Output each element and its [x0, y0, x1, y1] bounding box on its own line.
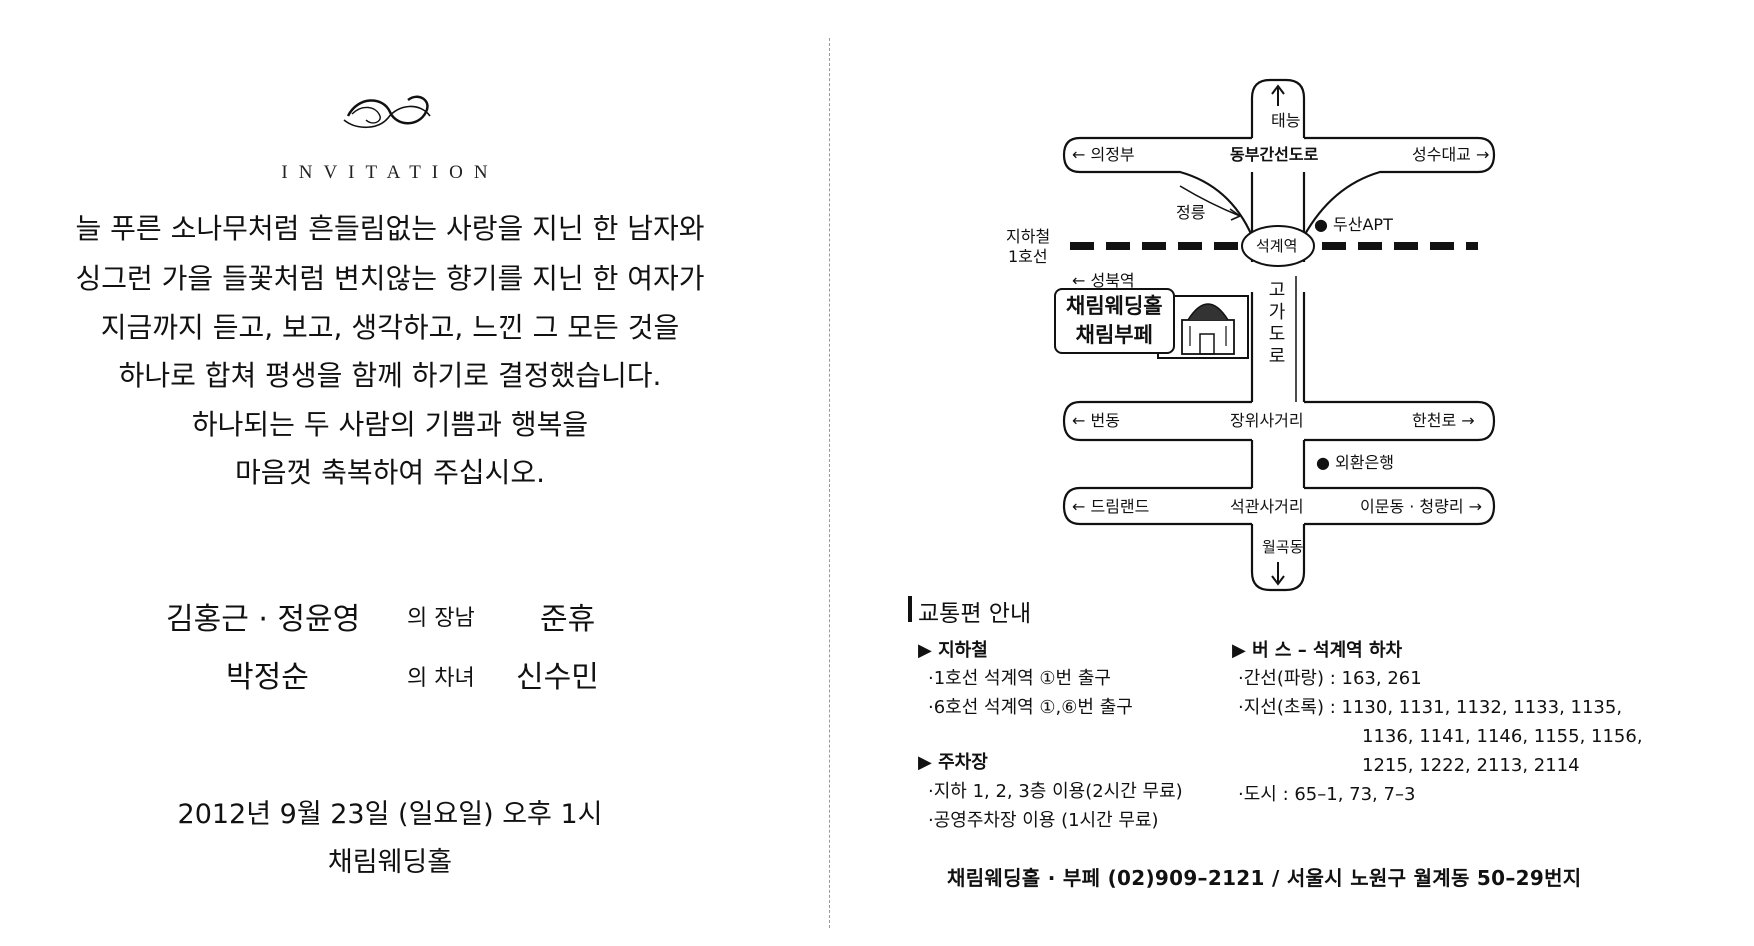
- message-line-6: 마음껏 축복하여 주십시오.: [234, 456, 546, 489]
- parking-heading: ▶ 주차장: [918, 752, 988, 773]
- label-overpass-1: 고: [1268, 280, 1286, 301]
- location-map: 태능 ← 의정부 동부간선도로 성수대교 → 정릉 ● 두산APT 지하철 1호…: [1006, 76, 1580, 602]
- label-seokgwan-intersection: 석관사거리: [1230, 497, 1304, 516]
- hall-name-2: 채림부페: [1075, 323, 1153, 347]
- bride-name: 신수민: [516, 660, 599, 695]
- label-doosan-apt: ● 두산APT: [1314, 215, 1393, 234]
- transport-title: 교통편 안내: [918, 601, 1032, 627]
- message-line-3: 지금까지 듣고, 보고, 생각하고, 느낀 그 모든 것을: [100, 311, 680, 344]
- flourish-ornament-icon: [343, 95, 431, 129]
- bus-branch-2: 1136, 1141, 1146, 1155, 1156,: [1362, 726, 1643, 747]
- label-seongsu-bridge: 성수대교 →: [1412, 145, 1490, 164]
- road-map-drawing: [1062, 78, 1496, 592]
- bride-parents: 박정순: [226, 660, 309, 695]
- contact-footer: 채림웨딩홀 · 부페 (02)909–2121 / 서울시 노원구 월계동 50…: [947, 866, 1582, 890]
- hall-name-1: 채림웨딩홀: [1066, 294, 1163, 318]
- label-uijeongbu: ← 의정부: [1072, 145, 1135, 164]
- label-seongbuk-station: ← 성북역: [1072, 271, 1135, 290]
- bride-relation: 의 차녀: [407, 666, 475, 691]
- label-taereung: 태능: [1271, 111, 1301, 130]
- groom-name: 준휴: [540, 602, 596, 637]
- wedding-venue: 채림웨딩홀: [327, 847, 453, 878]
- label-exchange-bank: ● 외환은행: [1316, 453, 1394, 472]
- label-subway-line-b: 1호선: [1008, 247, 1048, 266]
- label-dreamland: ← 드림랜드: [1072, 497, 1150, 516]
- wedding-hall-marker: 채림웨딩홀 채림부페: [1054, 288, 1175, 354]
- bus-city: ·도시 : 65–1, 73, 7–3: [1238, 784, 1416, 805]
- label-imun-cheongnyangni: 이문동 · 청량리 →: [1360, 497, 1483, 516]
- page-fold-line: [829, 38, 830, 928]
- message-line-4: 하나로 합쳐 평생을 함께 하기로 결정했습니다.: [118, 359, 662, 392]
- groom-relation: 의 장남: [407, 606, 475, 631]
- label-overpass-3: 도: [1268, 324, 1286, 345]
- section-bar: [908, 596, 912, 622]
- label-hancheon-road: 한천로 →: [1412, 411, 1475, 430]
- label-jeongneung: 정릉: [1176, 203, 1206, 222]
- label-seokgye-station: 석계역: [1256, 237, 1298, 255]
- wedding-date: 2012년 9월 23일 (일요일) 오후 1시: [177, 799, 603, 830]
- label-dongbu-road: 동부간선도로: [1230, 145, 1319, 164]
- label-subway-line-a: 지하철: [1006, 227, 1051, 246]
- message-line-5: 하나되는 두 사람의 기쁨과 행복을: [191, 408, 589, 441]
- label-wolgok: 월곡동: [1262, 538, 1304, 556]
- message-line-2: 싱그런 가을 들꽃처럼 변치않는 향기를 지닌 한 여자가: [75, 262, 705, 295]
- parking-public: ·공영주차장 이용 (1시간 무료): [928, 810, 1159, 831]
- subway-line-6: ·6호선 석계역 ①,⑥번 출구: [928, 697, 1133, 718]
- invitation-title: INVITATION: [281, 162, 499, 183]
- subway-line-1: ·1호선 석계역 ①번 출구: [928, 668, 1111, 689]
- parking-basement: ·지하 1, 2, 3층 이용(2시간 무료): [928, 781, 1183, 802]
- label-overpass-4: 로: [1268, 346, 1286, 367]
- label-overpass-2: 가: [1268, 302, 1286, 323]
- bus-branch-3: 1215, 1222, 2113, 2114: [1362, 755, 1580, 776]
- bus-heading: ▶ 버 스 – 석계역 하차: [1232, 640, 1403, 661]
- bus-branch-1: ·지선(초록) : 1130, 1131, 1132, 1133, 1135,: [1238, 697, 1623, 718]
- label-jangwi-intersection: 장위사거리: [1230, 411, 1304, 430]
- label-beondong: ← 번동: [1072, 411, 1120, 430]
- subway-heading: ▶ 지하철: [918, 640, 988, 661]
- message-line-1: 늘 푸른 소나무처럼 흔들림없는 사랑을 지닌 한 남자와: [75, 212, 705, 245]
- bus-trunk: ·간선(파랑) : 163, 261: [1238, 668, 1422, 689]
- groom-parents: 김홍근 · 정윤영: [166, 602, 361, 637]
